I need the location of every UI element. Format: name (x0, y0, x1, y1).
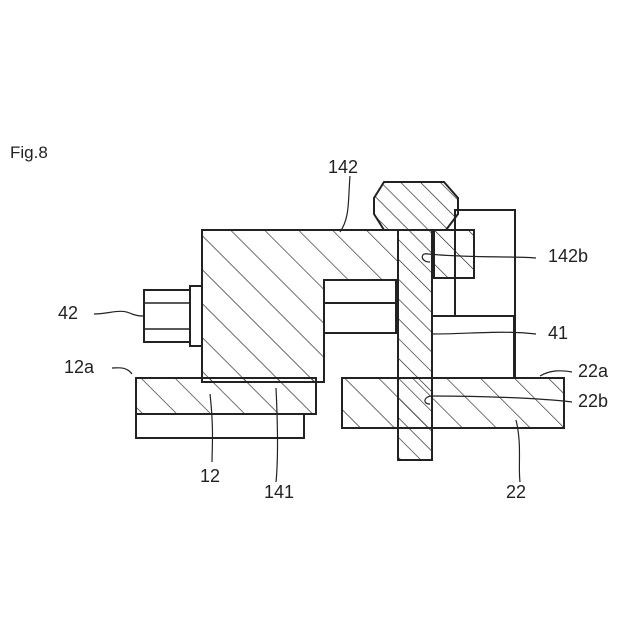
label-142b: 142b (548, 246, 588, 266)
label-41: 41 (548, 323, 568, 343)
label-142: 142 (328, 157, 358, 177)
plate-12 (136, 378, 316, 438)
label-22b: 22b (578, 391, 608, 411)
label-141: 141 (264, 482, 294, 502)
figure-title: Fig.8 (10, 143, 48, 162)
label-22a: 22a (578, 361, 609, 381)
label-12a: 12a (64, 357, 95, 377)
label-12: 12 (200, 466, 220, 486)
label-22: 22 (506, 482, 526, 502)
screw-42 (144, 286, 202, 346)
block-142b (434, 230, 474, 278)
plate-22 (342, 378, 564, 428)
label-42: 42 (58, 303, 78, 323)
